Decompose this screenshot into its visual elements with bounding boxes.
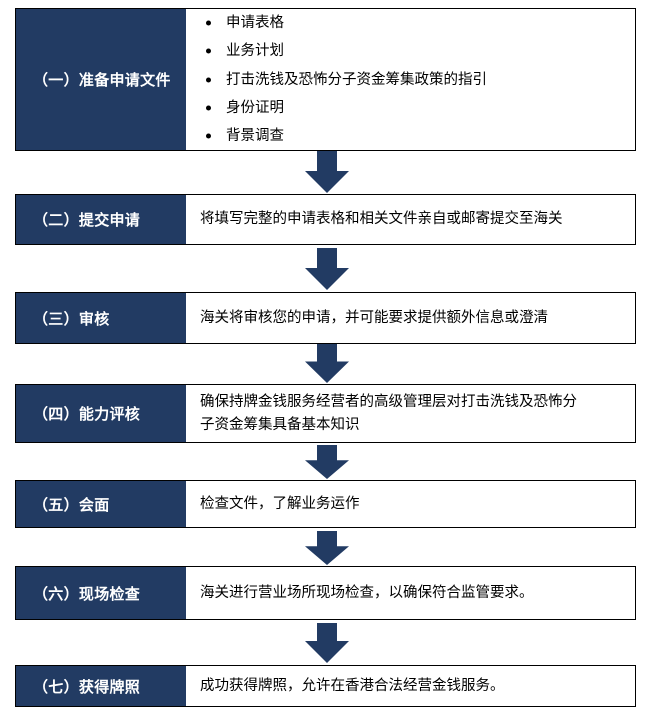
step-body-cell-5: 检查文件，了解业务运作 <box>186 481 635 527</box>
flow-step-4: （四）能力评核确保持牌金钱服务经营者的高级管理层对打击洗钱及恐怖分子资金筹集具备… <box>15 384 636 443</box>
list-item: 业务计划 <box>200 37 625 65</box>
down-arrow-icon <box>305 531 349 565</box>
step-description-line: 成功获得牌照，允许在香港合法经营金钱服务。 <box>200 677 505 694</box>
step-body-cell-1: 申请表格业务计划打击洗钱及恐怖分子资金筹集政策的指引身份证明背景调查 <box>186 9 635 151</box>
step-body-cell-7: 成功获得牌照，允许在香港合法经营金钱服务。 <box>186 666 635 706</box>
step-number-2: （二） <box>33 212 79 229</box>
step-name-1: 准备申请文件 <box>78 72 171 90</box>
flow-step-5: （五）会面检查文件，了解业务运作 <box>15 480 636 528</box>
down-arrow-icon <box>305 151 349 193</box>
list-item: 身份证明 <box>200 94 625 122</box>
step-label-cell-4: （四）能力评核 <box>16 385 186 442</box>
down-arrow-icon <box>305 623 349 663</box>
step-description-line: 确保持牌金钱服务经营者的高级管理层对打击洗钱及恐怖分 <box>200 394 577 411</box>
step-description-line: 检查文件，了解业务运作 <box>200 495 360 512</box>
list-item: 背景调查 <box>200 122 625 150</box>
down-arrow-icon <box>305 344 349 383</box>
step-body-cell-6: 海关进行营业场所现场检查，以确保符合监管要求。 <box>186 567 635 619</box>
step-name-7: 获得牌照 <box>78 678 141 696</box>
list-item: 打击洗钱及恐怖分子资金筹集政策的指引 <box>200 66 625 94</box>
flow-step-1: （一）准备申请文件申请表格业务计划打击洗钱及恐怖分子资金筹集政策的指引身份证明背… <box>15 8 636 152</box>
step-body-cell-4: 确保持牌金钱服务经营者的高级管理层对打击洗钱及恐怖分子资金筹集具备基本知识 <box>186 385 635 442</box>
step-name-3: 审核 <box>78 310 110 328</box>
flow-step-2: （二）提交申请将填写完整的申请表格和相关文件亲自或邮寄提交至海关 <box>15 194 636 245</box>
step-number-6: （六） <box>33 585 79 603</box>
step-label-cell-3: （三）审核 <box>16 293 186 343</box>
step-name-6: 现场检查 <box>78 585 141 603</box>
step-label-cell-2: （二）提交申请 <box>16 195 186 244</box>
step-body-cell-2: 将填写完整的申请表格和相关文件亲自或邮寄提交至海关 <box>186 195 635 244</box>
list-item: 申请表格 <box>200 9 625 37</box>
step-number-4: （四） <box>33 406 79 423</box>
document-checklist: 申请表格业务计划打击洗钱及恐怖分子资金筹集政策的指引身份证明背景调查 <box>200 9 625 150</box>
step-name-2: 提交申请 <box>78 212 141 229</box>
step-name-4: 能力评核 <box>78 406 141 423</box>
step-number-5: （五） <box>33 496 79 514</box>
step-description-line: 子资金筹集具备基本知识 <box>200 416 360 433</box>
step-description-line: 海关将审核您的申请，并可能要求提供额外信息或澄清 <box>200 309 548 326</box>
flow-step-6: （六）现场检查海关进行营业场所现场检查，以确保符合监管要求。 <box>15 566 636 620</box>
step-label-cell-5: （五）会面 <box>16 481 186 527</box>
step-name-5: 会面 <box>78 496 110 514</box>
down-arrow-icon <box>305 248 349 290</box>
flow-step-3: （三）审核海关将审核您的申请，并可能要求提供额外信息或澄清 <box>15 292 636 344</box>
down-arrow-icon <box>305 445 349 479</box>
step-description-line: 将填写完整的申请表格和相关文件亲自或邮寄提交至海关 <box>200 211 563 228</box>
step-number-3: （三） <box>33 310 79 328</box>
step-description-line: 海关进行营业场所现场检查，以确保符合监管要求。 <box>200 584 534 601</box>
step-label-cell-7: （七）获得牌照 <box>16 666 186 706</box>
flow-step-7: （七）获得牌照成功获得牌照，允许在香港合法经营金钱服务。 <box>15 665 636 707</box>
step-body-cell-3: 海关将审核您的申请，并可能要求提供额外信息或澄清 <box>186 293 635 343</box>
step-number-7: （七） <box>33 678 79 696</box>
step-number-1: （一） <box>33 72 79 90</box>
step-label-cell-1: （一）准备申请文件 <box>16 9 186 151</box>
step-label-cell-6: （六）现场检查 <box>16 567 186 619</box>
